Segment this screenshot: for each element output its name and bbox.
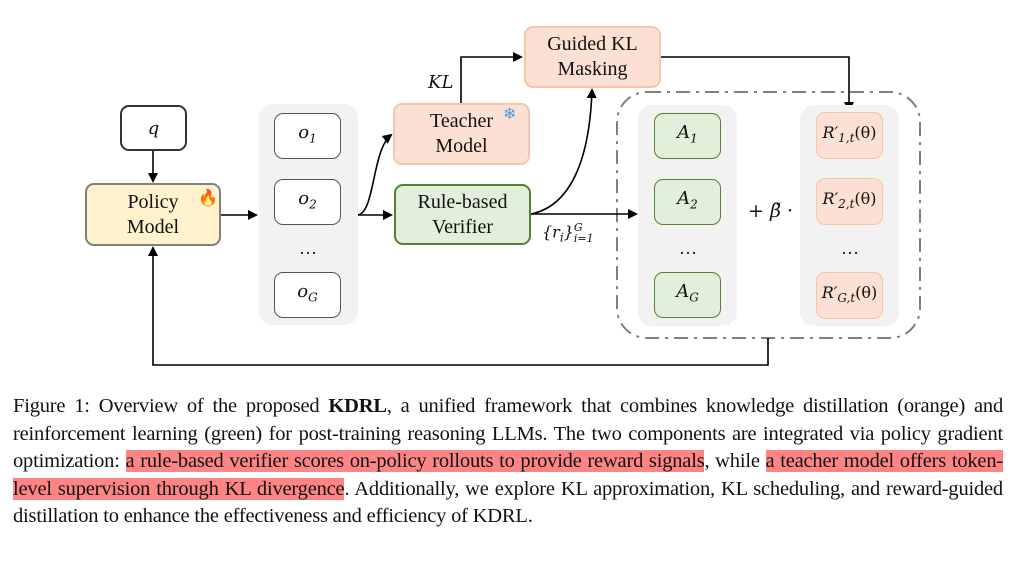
teacher-model-line1: Teacher [430,110,493,132]
caption-text-3: . Additionally, we explore KL approximat… [13,477,1003,528]
caption-text-1: , a unified framework that combines know… [13,395,1003,472]
reward-symbol: {r [542,222,560,242]
ratio-symbol: R′ [822,122,839,142]
advantage-index: 1 [690,131,698,146]
output-item: o1 [274,113,341,159]
advantages-ellipsis: … [679,238,697,258]
advantage-index: G [689,290,699,305]
caption-method-name: KDRL [328,395,387,417]
ratio-item: R′G,t(θ) [816,272,883,319]
reward-brace: } [563,222,574,242]
fire-icon: 🔥 [198,190,218,207]
reward-lower: i=1 [573,232,594,245]
advantage-symbol: A [676,281,690,303]
query-box: q [120,105,187,151]
output-index: 1 [309,131,317,146]
ratio-symbol: R′ [822,188,839,208]
output-index: 2 [309,197,317,212]
output-index: G [308,290,318,305]
advantage-item: A1 [654,113,721,159]
guided-kl-masking-box: Guided KL Masking [524,26,661,88]
ratio-symbol: R′ [821,282,838,302]
caption-highlight-verifier: a rule-based verifier scores on-policy r… [125,450,705,472]
policy-model-line2: Model [126,215,180,238]
arrow-guided-kl-to-ratio [661,56,854,112]
caption-prefix: Figure 1: Overview of the proposed [13,395,329,417]
snowflake-icon: ❄ [503,106,517,123]
ratio-arg: (θ) [854,122,877,142]
output-item: oG [274,272,341,318]
ratios-ellipsis: … [841,238,859,258]
ratio-index: G,t [837,291,856,306]
caption-text-2: , while [704,450,766,472]
kl-label: KL [428,72,454,93]
arrow-verifier-to-guided-kl [530,88,597,215]
ratio-item: R′2,t(θ) [816,178,883,225]
advantage-index: 2 [690,197,698,212]
arrow-outputs-to-teacher [357,133,393,216]
output-symbol: o [298,188,310,210]
ratio-item: R′1,t(θ) [816,112,883,159]
advantage-item: AG [654,272,721,318]
rule-based-verifier-box: Rule-based Verifier [394,184,531,245]
kdrl-diagram: q Policy Model 🔥 o1 o2 … oG KL Teacher M… [85,26,921,366]
guided-kl-line2: Masking [557,58,628,80]
policy-model-line1: Policy [127,190,179,213]
verifier-line1: Rule-based [417,190,508,213]
teacher-model-box: Teacher Model [393,103,530,165]
guided-kl-line1: Guided KL [547,33,638,55]
output-symbol: o [297,281,309,303]
reward-index: i [559,230,564,245]
ratio-arg: (θ) [854,188,877,208]
advantage-symbol: A [677,188,691,210]
beta-combine-operator: + β̃ · [748,200,794,222]
advantage-item: A2 [654,179,721,225]
query-label: q [147,117,160,139]
arrow-feedback-to-policy [148,246,769,366]
ratio-index: 2,t [838,197,855,212]
ratio-index: 1,t [838,131,855,146]
verifier-line2: Verifier [431,215,494,238]
output-symbol: o [298,122,310,144]
outputs-ellipsis: … [299,238,317,258]
reward-upper: G [573,221,583,234]
connector-layer [148,52,921,366]
teacher-model-line2: Model [435,135,488,157]
output-item: o2 [274,179,341,225]
advantage-symbol: A [677,122,691,144]
policy-model-box: Policy Model [85,183,221,246]
arrow-teacher-to-guided-kl [460,52,523,103]
ratio-arg: (θ) [855,282,878,302]
figure-caption: Figure 1: Overview of the proposed KDRL,… [13,393,1003,531]
